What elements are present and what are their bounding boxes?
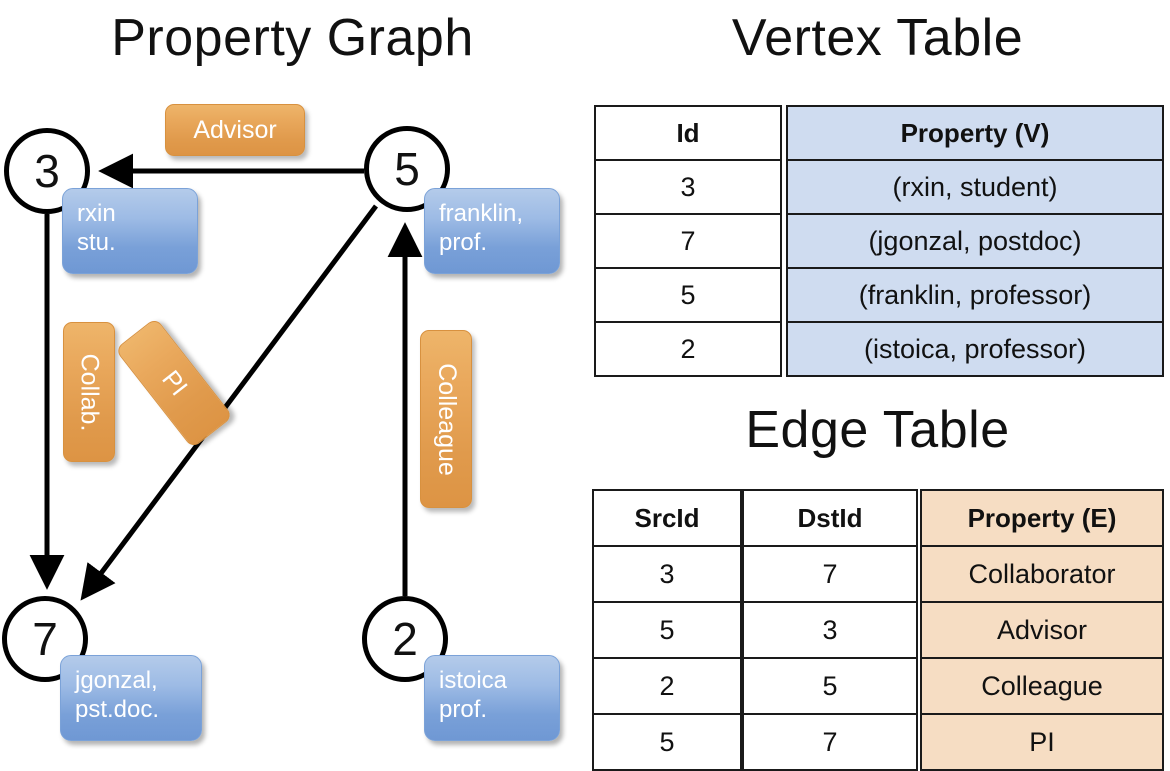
cell-srcid: 3	[592, 545, 742, 603]
table-row: 3	[742, 601, 918, 659]
column-header-id: Id	[594, 105, 782, 161]
vertex-table-id-column: Id 3 7 5 2	[594, 105, 782, 377]
node-property-line-1: rxin	[77, 200, 116, 227]
column-header-dstid: DstId	[742, 489, 918, 547]
edge-table-srcid-column: SrcId 3 5 2 5	[592, 489, 742, 771]
table-row: 2	[592, 657, 742, 715]
graph-edges	[29, 153, 423, 601]
edge-label-advisor: Advisor	[165, 104, 305, 156]
edge-label-text: Advisor	[193, 115, 277, 144]
node-property-line-1: franklin,	[439, 200, 524, 227]
cell-property: (rxin, student)	[786, 159, 1164, 215]
node-property-box-3: rxin stu.	[62, 188, 198, 274]
node-property-line-2: pst.doc.	[75, 696, 160, 724]
table-header-row: Property (E)	[920, 489, 1164, 547]
edge-label-colleague: Colleague	[420, 330, 472, 508]
edge-label-text: Collab.	[75, 353, 104, 431]
graph-node-2[interactable]: 2	[362, 596, 448, 682]
table-row: Advisor	[920, 601, 1164, 659]
cell-dstid: 3	[742, 601, 918, 659]
node-property-box-7: jgonzal, pst.doc.	[60, 655, 202, 741]
cell-property: PI	[920, 713, 1164, 771]
cell-srcid: 2	[592, 657, 742, 715]
node-property-line-1: istoica	[439, 667, 508, 694]
node-property-line-1: jgonzal,	[75, 667, 158, 694]
node-property-line-2: prof.	[439, 696, 488, 724]
table-row: (franklin, professor)	[786, 267, 1164, 323]
table-row: (istoica, professor)	[786, 321, 1164, 377]
cell-property: Advisor	[920, 601, 1164, 659]
edge-pi-5-to-7	[80, 204, 379, 601]
edge-table-property-column: Property (E) Collaborator Advisor Collea…	[920, 489, 1164, 771]
cell-dstid: 5	[742, 657, 918, 715]
cell-id: 7	[594, 213, 782, 269]
cell-srcid: 5	[592, 713, 742, 771]
cell-dstid: 7	[742, 713, 918, 771]
cell-id: 2	[594, 321, 782, 377]
table-header-row: DstId	[742, 489, 918, 547]
cell-id: 5	[594, 267, 782, 323]
table-row: PI	[920, 713, 1164, 771]
cell-id: 3	[594, 159, 782, 215]
node-property-box-2: istoica prof.	[424, 655, 560, 741]
table-row: 5	[742, 657, 918, 715]
table-row: 5	[592, 601, 742, 659]
column-header-property-v: Property (V)	[786, 105, 1164, 161]
cell-dstid: 7	[742, 545, 918, 603]
column-header-property-e: Property (E)	[920, 489, 1164, 547]
table-row: 5	[594, 267, 782, 323]
table-row: 3	[594, 159, 782, 215]
cell-property: Collaborator	[920, 545, 1164, 603]
graph-node-5[interactable]: 5	[364, 126, 450, 212]
cell-property: (istoica, professor)	[786, 321, 1164, 377]
vertex-table-property-column: Property (V) (rxin, student) (jgonzal, p…	[786, 105, 1164, 377]
node-property-line-2: prof.	[439, 229, 488, 257]
cell-property: (jgonzal, postdoc)	[786, 213, 1164, 269]
page-title-edge-table: Edge Table	[745, 401, 1010, 459]
table-header-row: SrcId	[592, 489, 742, 547]
table-header-row: Property (V)	[786, 105, 1164, 161]
page-title-property-graph: Property Graph	[111, 9, 474, 67]
page-title-vertex-table: Vertex Table	[731, 9, 1024, 67]
table-header-row: Id	[594, 105, 782, 161]
table-row: 7	[742, 713, 918, 771]
table-row: 2	[594, 321, 782, 377]
table-row: 7	[742, 545, 918, 603]
table-row: 3	[592, 545, 742, 603]
cell-srcid: 5	[592, 601, 742, 659]
table-row: 7	[594, 213, 782, 269]
cell-property: Colleague	[920, 657, 1164, 715]
table-row: Collaborator	[920, 545, 1164, 603]
table-row: (jgonzal, postdoc)	[786, 213, 1164, 269]
cell-property: (franklin, professor)	[786, 267, 1164, 323]
edge-label-text: PI	[156, 364, 193, 401]
edge-label-collaborator: Collab.	[63, 322, 115, 462]
node-property-line-2: stu.	[77, 229, 116, 257]
edge-label-text: Colleague	[432, 362, 461, 476]
edge-table-dstid-column: DstId 7 3 5 7	[742, 489, 918, 771]
table-row: Colleague	[920, 657, 1164, 715]
table-row: (rxin, student)	[786, 159, 1164, 215]
column-header-srcid: SrcId	[592, 489, 742, 547]
node-property-box-5: franklin, prof.	[424, 188, 560, 274]
table-row: 5	[592, 713, 742, 771]
